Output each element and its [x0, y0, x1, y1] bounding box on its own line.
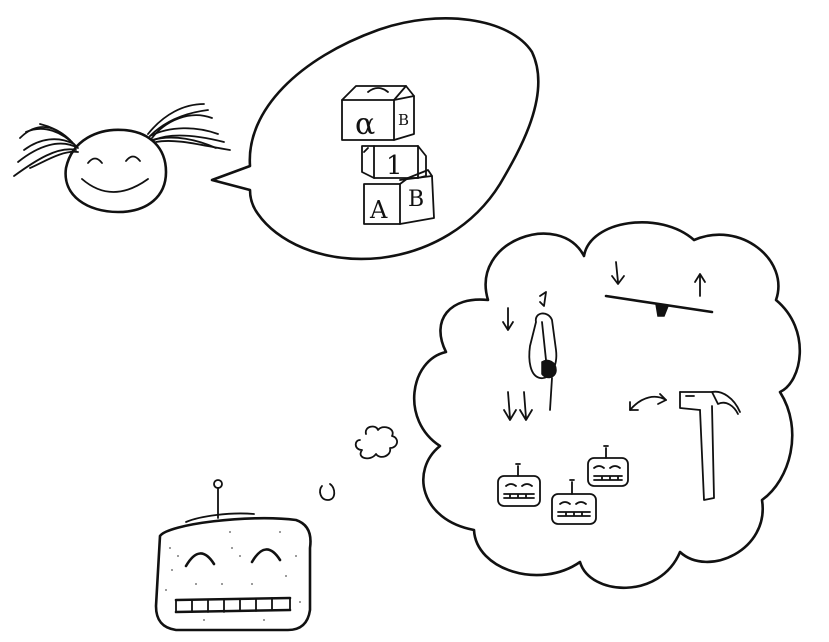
- bottom-right-block: B: [399, 169, 435, 225]
- small-robot-icon: [587, 445, 629, 487]
- block-bottom-left-letter: A: [369, 196, 388, 224]
- robot-figure: [154, 479, 312, 632]
- girl-right-eye-icon: [125, 155, 141, 162]
- block-top-left-letter: α: [355, 107, 375, 142]
- thought-puff-small-icon: [319, 483, 336, 501]
- speech-bubble-icon: [210, 17, 540, 261]
- girl-face-icon: [64, 128, 168, 214]
- robot-mouth-icon: [174, 596, 292, 614]
- girl-figure: [13, 103, 231, 214]
- letter-blocks-icon: α B 1 A B: [341, 85, 435, 225]
- middle-block: 1: [361, 145, 427, 181]
- thought-bubble-icon: [412, 221, 802, 590]
- thought-puff-large-icon: [354, 425, 398, 460]
- seesaw-icon: [604, 261, 714, 317]
- block-middle-number: 1: [386, 151, 403, 181]
- block-bottom-right-letter: B: [408, 187, 424, 212]
- robot-speckle-texture: [165, 531, 301, 621]
- robot-face-icon: [154, 512, 312, 632]
- robot-antenna-icon: [213, 479, 223, 519]
- bottom-left-block: A: [363, 177, 409, 225]
- girl-left-eye-icon: [87, 157, 103, 164]
- curved-double-arrow-icon: [629, 393, 667, 411]
- falling-object-icon: [528, 291, 558, 411]
- hammer-icon: [679, 390, 741, 501]
- double-down-arrow-icon: [503, 391, 533, 421]
- down-arrow-icon: [502, 307, 514, 331]
- girl-right-pigtail-icon: [147, 103, 231, 151]
- girl-left-pigtail-icon: [13, 123, 79, 177]
- small-robot-icon: [551, 479, 597, 525]
- small-robot-icon: [497, 463, 541, 507]
- robot-right-eye-icon: [250, 548, 282, 564]
- robot-left-eye-icon: [184, 552, 216, 568]
- block-top-right-letter: B: [398, 111, 409, 129]
- girl-smile-icon: [81, 178, 149, 193]
- top-block: α B: [341, 85, 415, 142]
